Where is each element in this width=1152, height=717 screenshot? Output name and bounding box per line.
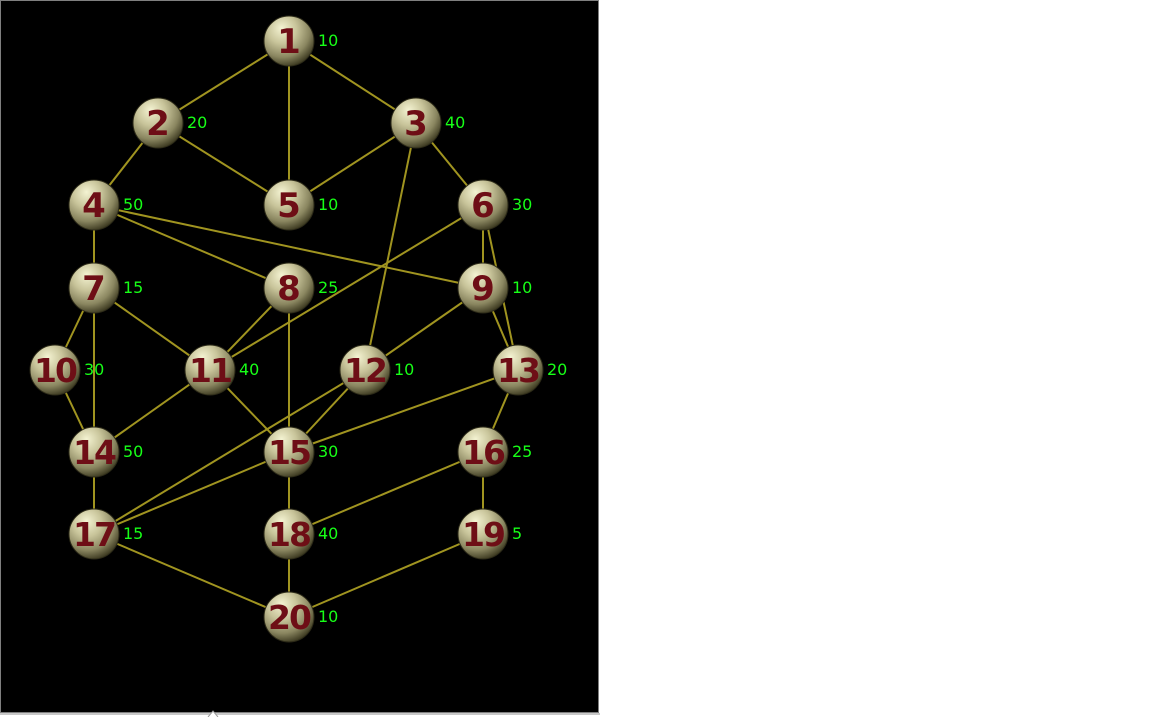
- node-2[interactable]: 2 20: [132, 97, 207, 149]
- node-weight-label: 10: [512, 278, 532, 297]
- node-sphere[interactable]: [263, 262, 315, 314]
- node-14[interactable]: 14 50: [68, 426, 143, 478]
- node-label: 3: [404, 104, 428, 144]
- edge-16-18: [288, 451, 484, 535]
- node-sphere[interactable]: [263, 591, 315, 643]
- node-weight-label: 25: [318, 278, 338, 297]
- node-1[interactable]: 1 10: [263, 15, 338, 67]
- node-7[interactable]: 7 15: [68, 262, 143, 314]
- node-label: 2: [146, 104, 170, 144]
- node-label: 12: [344, 351, 386, 390]
- node-sphere[interactable]: [263, 15, 315, 67]
- node-weight-label: 40: [239, 360, 259, 379]
- node-label: 1: [277, 22, 301, 62]
- node-sphere[interactable]: [132, 97, 184, 149]
- edge-17-20: [93, 533, 290, 618]
- node-weight-label: 40: [318, 524, 338, 543]
- node-4[interactable]: 4 50: [68, 179, 143, 231]
- node-sphere[interactable]: [263, 179, 315, 231]
- edge-4-8: [93, 204, 290, 289]
- node-12[interactable]: 12 10: [339, 344, 414, 396]
- node-sphere[interactable]: [184, 344, 236, 396]
- resize-grip-icon[interactable]: [207, 709, 219, 717]
- node-weight-label: 25: [512, 442, 532, 461]
- node-13[interactable]: 13 20: [492, 344, 567, 396]
- node-weight-label: 20: [547, 360, 567, 379]
- edge-1-2: [157, 40, 290, 124]
- node-sphere[interactable]: [263, 426, 315, 478]
- node-sphere[interactable]: [390, 97, 442, 149]
- node-sphere[interactable]: [68, 426, 120, 478]
- node-sphere[interactable]: [29, 344, 81, 396]
- node-weight-label: 50: [123, 442, 143, 461]
- node-sphere[interactable]: [457, 179, 509, 231]
- edge-13-15: [288, 369, 519, 453]
- node-3[interactable]: 3 40: [390, 97, 465, 149]
- node-10[interactable]: 10 30: [29, 344, 104, 396]
- edge-19-20: [288, 533, 484, 618]
- node-5[interactable]: 5 10: [263, 179, 338, 231]
- node-label: 6: [471, 186, 495, 226]
- node-label: 4: [82, 186, 106, 226]
- panel-bottom-border: [0, 713, 600, 715]
- node-8[interactable]: 8 25: [263, 262, 338, 314]
- node-weight-label: 10: [318, 607, 338, 626]
- node-sphere[interactable]: [263, 508, 315, 560]
- node-weight-label: 15: [123, 278, 143, 297]
- node-sphere[interactable]: [457, 426, 509, 478]
- node-label: 19: [462, 515, 504, 554]
- edge-2-5: [157, 122, 290, 206]
- edge-15-17: [93, 451, 290, 535]
- node-weight-label: 5: [512, 524, 522, 543]
- node-label: 13: [497, 351, 539, 390]
- edge-3-12: [364, 122, 417, 371]
- node-label: 15: [268, 433, 310, 472]
- node-6[interactable]: 6 30: [457, 179, 532, 231]
- node-weight-label: 30: [318, 442, 338, 461]
- node-label: 20: [268, 598, 311, 637]
- node-label: 14: [73, 433, 116, 472]
- node-label: 18: [268, 515, 310, 554]
- node-weight-label: 30: [512, 195, 532, 214]
- node-weight-label: 20: [187, 113, 207, 132]
- node-label: 5: [277, 186, 301, 226]
- edge-4-9: [93, 204, 484, 289]
- node-label: 16: [462, 433, 505, 472]
- node-label: 9: [471, 269, 495, 309]
- node-sphere[interactable]: [68, 262, 120, 314]
- edge-12-17: [93, 369, 366, 535]
- node-sphere[interactable]: [457, 262, 509, 314]
- node-weight-label: 10: [318, 31, 338, 50]
- node-sphere[interactable]: [68, 179, 120, 231]
- node-9[interactable]: 9 10: [457, 262, 532, 314]
- node-weight-label: 10: [394, 360, 414, 379]
- node-sphere[interactable]: [492, 344, 544, 396]
- node-weight-label: 40: [445, 113, 465, 132]
- node-label: 7: [82, 269, 106, 309]
- node-label: 10: [34, 351, 77, 390]
- node-weight-label: 10: [318, 195, 338, 214]
- node-sphere[interactable]: [68, 508, 120, 560]
- node-label: 17: [73, 515, 115, 554]
- node-sphere[interactable]: [339, 344, 391, 396]
- node-weight-label: 50: [123, 195, 143, 214]
- node-sphere[interactable]: [457, 508, 509, 560]
- node-label: 8: [277, 269, 301, 309]
- node-weight-label: 30: [84, 360, 104, 379]
- node-11[interactable]: 11 40: [184, 344, 259, 396]
- node-weight-label: 15: [123, 524, 143, 543]
- edge-6-11: [209, 204, 484, 371]
- node-19[interactable]: 19 5: [457, 508, 522, 560]
- node-label: 11: [189, 351, 231, 390]
